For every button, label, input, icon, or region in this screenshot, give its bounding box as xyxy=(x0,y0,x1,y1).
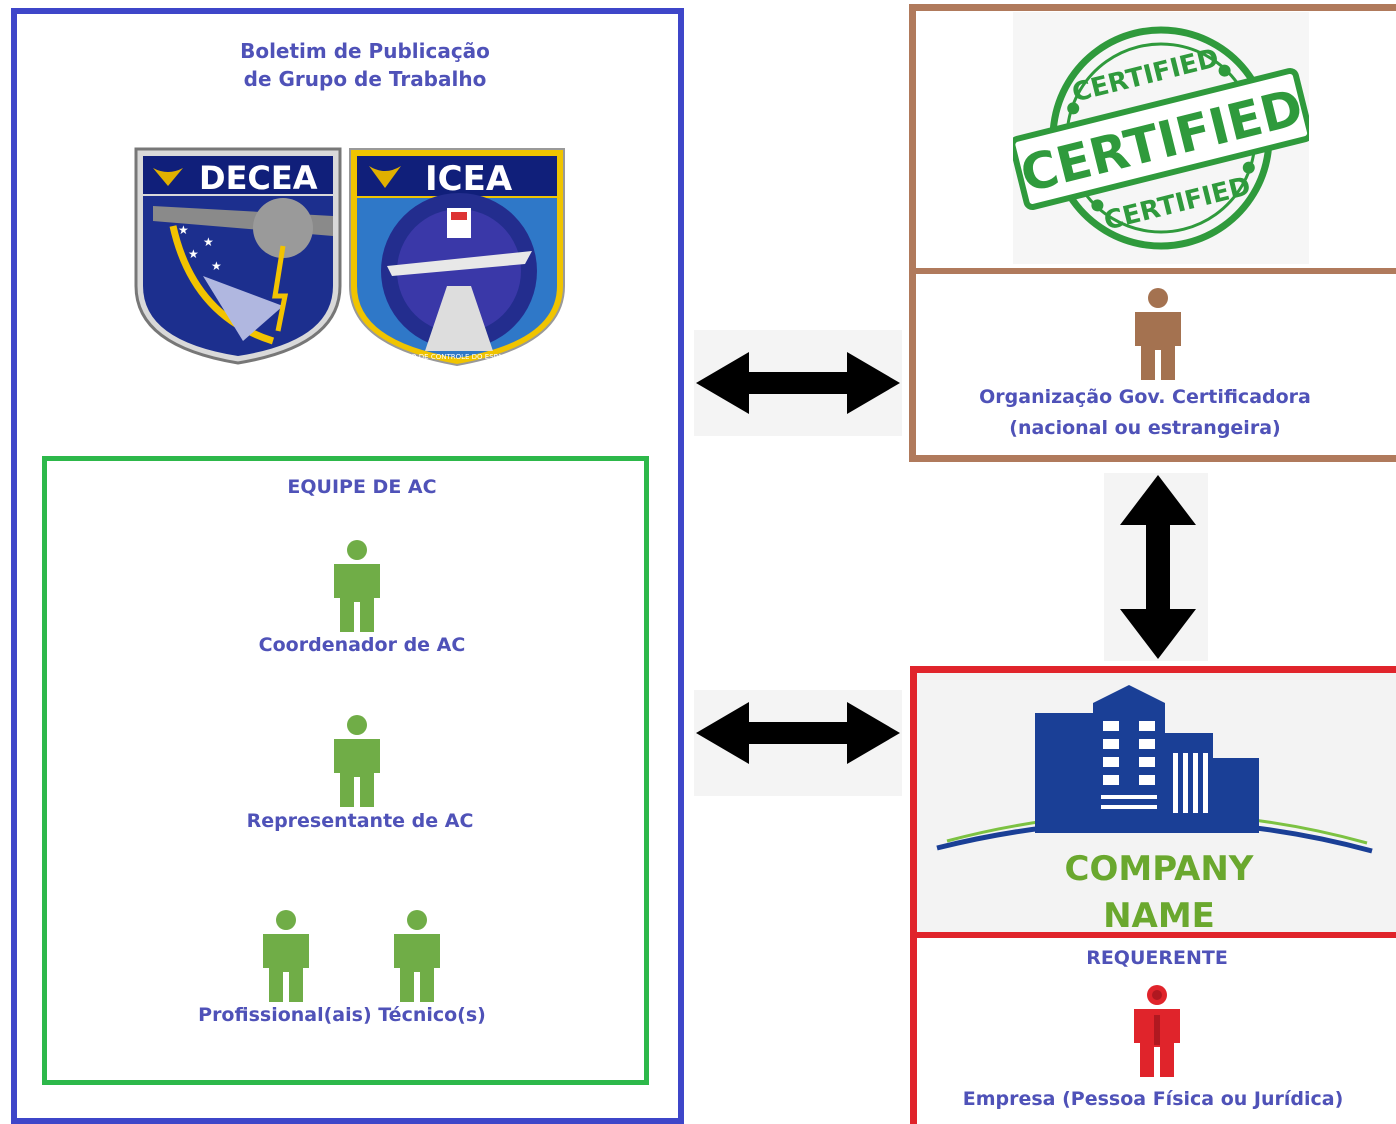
coordinator-label: Coordenador de AC xyxy=(258,634,466,656)
requester-person-icon xyxy=(1134,985,1180,1077)
technician-person-icon-2 xyxy=(394,910,440,1002)
svg-text:★: ★ xyxy=(178,223,189,237)
decea-logo: ★ ★ ★ ★ DECEA xyxy=(134,147,342,365)
requester-divider xyxy=(917,932,1396,938)
certifier-panel xyxy=(909,4,1396,462)
company-logo: COMPANY NAME xyxy=(917,673,1396,932)
company-name-line1: COMPANY xyxy=(1065,849,1254,889)
double-arrow-icon-bottom xyxy=(694,690,902,796)
representative-label: Representante de AC xyxy=(246,810,474,832)
technician-person-icon-1 xyxy=(263,910,309,1002)
team-title: EQUIPE DE AC xyxy=(287,476,437,498)
vertical-double-arrow-icon xyxy=(1104,473,1208,661)
certifier-label-line1: Organização Gov. Certificadora xyxy=(979,386,1311,408)
certifier-label: Organização Gov. Certificadora (nacional… xyxy=(940,382,1350,444)
certified-stamp-icon: CERTIFIED CERTIFIED CERTIFIED xyxy=(1013,12,1309,264)
bulletin-title-line2: de Grupo de Trabalho xyxy=(243,67,487,91)
bulletin-title-line1: Boletim de Publicação xyxy=(240,39,490,63)
requester-label: Empresa (Pessoa Física ou Jurídica) xyxy=(962,1088,1344,1110)
svg-text:★: ★ xyxy=(203,235,214,249)
company-name-line2: NAME xyxy=(1103,896,1215,932)
bulletin-title: Boletim de Publicação de Grupo de Trabal… xyxy=(200,37,530,93)
double-arrow-icon-top xyxy=(694,330,902,436)
certifier-divider xyxy=(916,268,1396,274)
ac-group-panel xyxy=(11,8,684,1124)
svg-text:★: ★ xyxy=(188,247,199,261)
ac-team-panel xyxy=(42,456,649,1085)
certifier-label-line2: (nacional ou estrangeira) xyxy=(1009,417,1281,439)
technicians-label: Profissional(ais) Técnico(s) xyxy=(198,1004,486,1026)
decea-logo-text: DECEA xyxy=(199,159,318,197)
icea-ring-text: INSTITUTO DE CONTROLE DO ESPAÇO AÉREO xyxy=(379,352,539,361)
requester-title: REQUERENTE xyxy=(1086,947,1228,969)
certifier-person-icon xyxy=(1135,288,1181,380)
icea-logo-text: ICEA xyxy=(425,159,513,199)
svg-text:★: ★ xyxy=(211,259,222,273)
coordinator-person-icon xyxy=(334,540,380,632)
representative-person-icon xyxy=(334,715,380,807)
requester-panel xyxy=(910,666,1396,1124)
icea-logo: ICEA INSTITUTO DE CONTROLE DO ESPAÇO AÉR… xyxy=(349,148,565,367)
